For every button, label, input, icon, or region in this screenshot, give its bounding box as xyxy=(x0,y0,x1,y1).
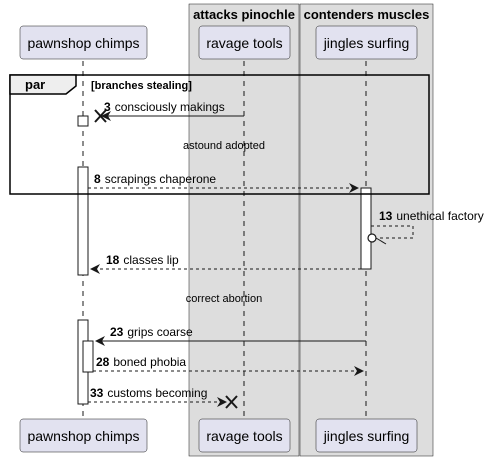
message-text: scrapings chaperone xyxy=(105,172,217,186)
participant-label: ravage tools xyxy=(206,428,282,444)
participant-ravage-tools-bottom[interactable]: ravage tools xyxy=(198,418,291,453)
participant-label: pawnshop chimps xyxy=(27,35,139,51)
par-fragment: par [branches stealing] xyxy=(9,74,430,195)
message-number: 28 xyxy=(96,355,110,369)
message-text: classes lip xyxy=(123,253,179,267)
message-text: grips coarse xyxy=(127,325,193,339)
fragment-keyword: par xyxy=(25,77,45,92)
message-number: 3 xyxy=(104,100,111,114)
message-3[interactable]: 3 consciously makings xyxy=(94,100,244,123)
activation-bar xyxy=(360,187,372,270)
message-number: 23 xyxy=(110,325,124,339)
message-text: unethical factory xyxy=(396,209,483,223)
destroy-icon xyxy=(94,109,107,123)
message-number: 33 xyxy=(90,386,104,400)
participant-pawnshop-chimps[interactable]: pawnshop chimps xyxy=(19,25,148,60)
participant-label: jingles surfing xyxy=(323,35,410,51)
message-text: customs becoming xyxy=(107,386,207,400)
divider-label: astound adopted xyxy=(183,140,265,152)
participant-pawnshop-chimps-bottom[interactable]: pawnshop chimps xyxy=(19,418,148,453)
activation-bar xyxy=(82,340,94,373)
box-contenders-muscles: contenders muscles xyxy=(299,3,434,457)
participant-label: pawnshop chimps xyxy=(27,428,139,444)
box-title: attacks pinochle xyxy=(193,7,295,22)
lost-message-icon xyxy=(367,233,377,243)
fragment-guard: [branches stealing] xyxy=(91,80,192,92)
message-number: 18 xyxy=(106,253,120,267)
box-attacks-pinochle: attacks pinochle xyxy=(188,3,300,457)
message-text: consciously makings xyxy=(115,100,225,114)
box-title: contenders muscles xyxy=(304,7,430,22)
participant-jingles-surfing[interactable]: jingles surfing xyxy=(315,25,418,60)
participant-ravage-tools[interactable]: ravage tools xyxy=(198,25,291,60)
destroy-icon xyxy=(225,395,238,409)
activation-bar xyxy=(77,115,89,127)
message-8[interactable]: 8 scrapings chaperone xyxy=(88,172,359,193)
message-number: 8 xyxy=(94,172,101,186)
message-number: 13 xyxy=(379,209,393,223)
participant-label: jingles surfing xyxy=(323,428,410,444)
participant-jingles-surfing-bottom[interactable]: jingles surfing xyxy=(315,418,418,453)
message-text: boned phobia xyxy=(113,355,186,369)
divider-label: correct abortion xyxy=(186,293,262,305)
activation-bar xyxy=(77,166,89,276)
participant-label: ravage tools xyxy=(206,35,282,51)
